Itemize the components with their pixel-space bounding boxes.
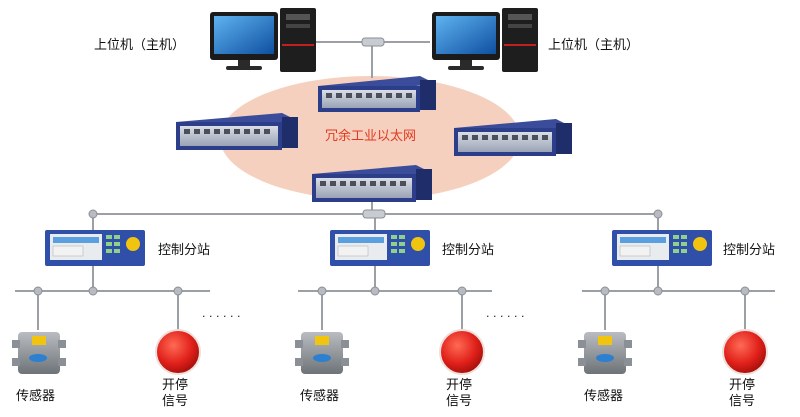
sensor-device-2	[295, 332, 349, 374]
substation-device-3	[612, 230, 712, 266]
signal-label-3-line2: 信号	[729, 394, 756, 409]
substation-label-2: 控制分站	[442, 243, 495, 258]
signal-label-2-line2: 信号	[446, 394, 473, 409]
host-computer-left	[210, 8, 316, 72]
signal-label-1-line2: 信号	[162, 394, 189, 409]
ellipsis-2: · · · · · ·	[486, 310, 525, 323]
substation-device-1	[45, 230, 145, 266]
signal-button-2	[439, 329, 485, 375]
field-bus-lines	[15, 266, 775, 330]
signal-label-3: 开停 信号	[729, 378, 755, 410]
network-ellipse	[220, 76, 520, 200]
signal-label-1: 开停 信号	[162, 378, 188, 410]
ellipsis-1: · · · · · ·	[202, 310, 241, 323]
bus-nodes	[88, 209, 663, 219]
top-links	[300, 41, 430, 78]
host-computer-right	[432, 8, 538, 72]
field-bus-nodes	[33, 286, 750, 296]
sensor-label-3: 传感器	[584, 389, 624, 404]
switch-top	[318, 76, 436, 112]
top-junction-connector	[361, 37, 385, 47]
signal-label-3-line1: 开停	[729, 378, 756, 393]
bus-junction-connector	[362, 209, 386, 219]
switch-bottom	[312, 165, 432, 202]
substation-label-3: 控制分站	[723, 243, 776, 258]
network-label: 冗余工业以太网	[325, 129, 417, 144]
substation-device-2	[330, 230, 430, 266]
switch-left	[176, 113, 298, 150]
signal-label-2-line1: 开停	[446, 378, 473, 393]
signal-button-3	[722, 329, 768, 375]
substation-label-1: 控制分站	[158, 243, 211, 258]
signal-button-1	[155, 329, 201, 375]
signal-label-2: 开停 信号	[446, 378, 472, 410]
sensor-device-3	[578, 332, 632, 374]
switch-right	[454, 119, 572, 156]
sensor-label-2: 传感器	[300, 389, 340, 404]
sensor-label-1: 传感器	[16, 389, 56, 404]
signal-label-1-line1: 开停	[162, 378, 189, 393]
host-label-right: 上位机（主机）	[548, 38, 640, 53]
host-label-left: 上位机（主机）	[94, 38, 186, 53]
sensor-device-1	[12, 332, 66, 374]
